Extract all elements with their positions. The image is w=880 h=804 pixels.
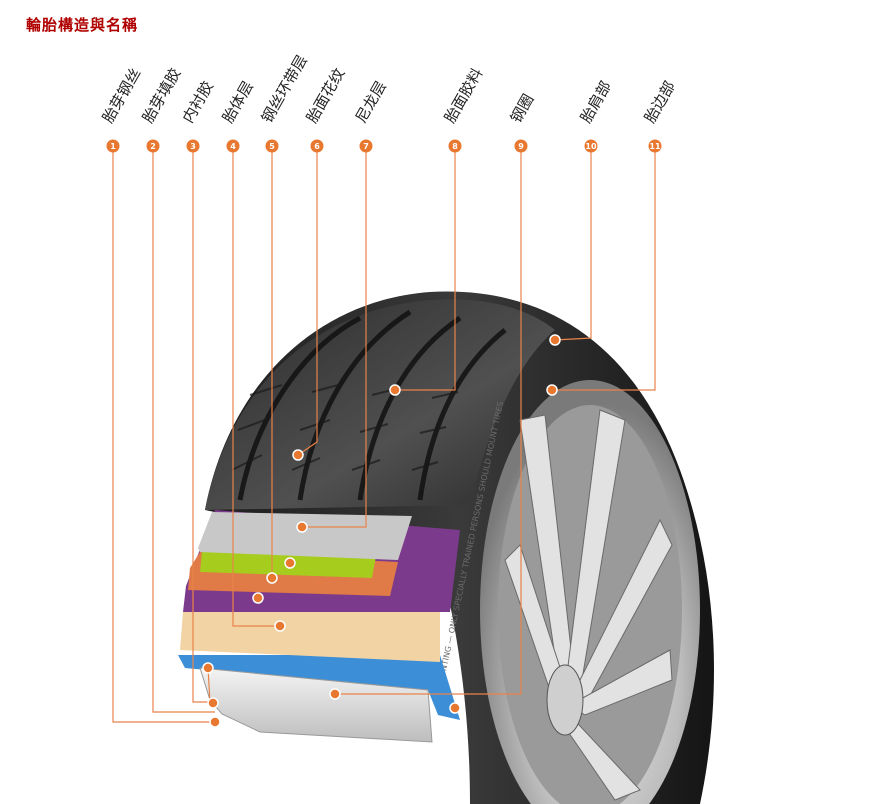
part-labels: 1胎芽钢丝2胎芽填胶3内衬胶4胎体层5钢丝环带层6胎面花纹7尼龙层8胎面胶料9钢… <box>99 52 679 153</box>
dot-9 <box>329 688 341 700</box>
badge-8 <box>448 139 462 153</box>
badge-10 <box>584 139 598 153</box>
dot-5 <box>266 572 278 584</box>
dot-7 <box>296 521 308 533</box>
dot-11 <box>546 384 558 396</box>
dot-2 <box>207 697 219 709</box>
badge-number-9: 9 <box>518 142 524 151</box>
dot-4 <box>274 620 286 632</box>
layer-carcass-filler <box>180 612 440 662</box>
dot-5b <box>284 557 296 569</box>
layer-nylon <box>198 512 412 560</box>
badge-number-3: 3 <box>190 142 196 151</box>
badge-2 <box>146 139 160 153</box>
dot-8 <box>389 384 401 396</box>
cross-section <box>178 510 460 743</box>
badge-6 <box>310 139 324 153</box>
badge-number-8: 8 <box>452 142 458 151</box>
label-1: 胎芽钢丝 <box>99 65 145 126</box>
dot-3 <box>202 662 214 674</box>
badge-number-7: 7 <box>363 142 369 151</box>
label-7: 尼龙层 <box>352 78 390 126</box>
badge-11 <box>648 139 662 153</box>
label-2: 胎芽填胶 <box>139 65 185 126</box>
badge-number-5: 5 <box>269 142 275 151</box>
label-3: 内衬胶 <box>179 78 217 126</box>
badge-number-1: 1 <box>110 142 116 151</box>
badge-7 <box>359 139 373 153</box>
badge-number-10: 10 <box>585 142 597 151</box>
leader-lines <box>112 150 656 723</box>
layer-inner-liner <box>178 655 460 720</box>
dot-4b <box>252 592 264 604</box>
dot-10 <box>549 334 561 346</box>
dot-1 <box>209 716 221 728</box>
endpoint-dots <box>202 334 561 728</box>
wheel-rim <box>480 380 700 804</box>
badge-number-11: 11 <box>649 142 661 151</box>
label-4: 胎体层 <box>219 78 257 126</box>
badge-9 <box>514 139 528 153</box>
dot-6 <box>292 449 304 461</box>
badge-number-4: 4 <box>230 142 236 151</box>
label-10: 胎肩部 <box>577 78 615 126</box>
label-8: 胎面胶料 <box>441 65 487 126</box>
label-9: 钢圈 <box>507 91 538 126</box>
badge-3 <box>186 139 200 153</box>
badge-number-6: 6 <box>314 142 320 151</box>
page-title: 輪胎構造與名稱 <box>26 16 139 34</box>
badge-4 <box>226 139 240 153</box>
badge-number-2: 2 <box>150 142 156 151</box>
label-11: 胎边部 <box>641 78 679 126</box>
badge-5 <box>265 139 279 153</box>
badge-1 <box>106 139 120 153</box>
dot-9b <box>449 702 461 714</box>
label-6: 胎面花纹 <box>303 65 349 126</box>
